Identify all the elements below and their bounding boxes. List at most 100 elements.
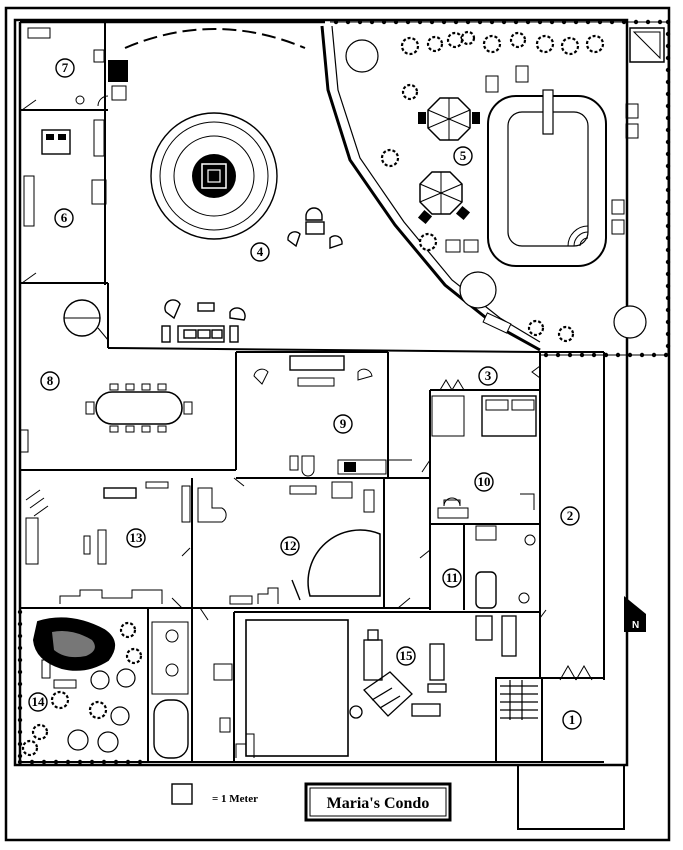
compass-letter: N bbox=[632, 620, 639, 631]
tree-icon bbox=[459, 271, 497, 309]
hot-tub bbox=[629, 27, 665, 63]
wall bbox=[107, 347, 541, 353]
room-14-marker: 14 bbox=[28, 692, 48, 712]
sofa-group bbox=[161, 299, 246, 343]
tree-icon bbox=[446, 31, 464, 49]
tree-icon bbox=[21, 739, 39, 757]
tree-icon bbox=[31, 723, 49, 741]
room-6-marker: 6 bbox=[54, 208, 74, 228]
room-10-marker: 10 bbox=[474, 472, 494, 492]
room-8-marker: 8 bbox=[40, 371, 60, 391]
tree-icon bbox=[119, 621, 137, 639]
closet bbox=[431, 395, 465, 437]
tree-icon bbox=[613, 305, 647, 339]
appliance bbox=[108, 60, 128, 82]
room-1-marker: 1 bbox=[562, 710, 582, 730]
appliance bbox=[111, 85, 127, 101]
room-3-marker: 3 bbox=[478, 366, 498, 386]
round-bed bbox=[307, 529, 381, 597]
room-12-marker: 12 bbox=[280, 536, 300, 556]
room-13-label: 13 bbox=[130, 530, 144, 545]
room-2-label: 2 bbox=[567, 508, 574, 523]
bathtub bbox=[153, 699, 189, 759]
room-12-label: 12 bbox=[284, 538, 297, 553]
tree-icon bbox=[535, 34, 555, 54]
tree-icon bbox=[585, 34, 605, 54]
room-3-label: 3 bbox=[485, 368, 492, 383]
room-5-label: 5 bbox=[460, 148, 467, 163]
tree-icon bbox=[460, 30, 476, 46]
stage bbox=[245, 619, 349, 757]
room-8-label: 8 bbox=[47, 373, 54, 388]
lounge-chair bbox=[611, 219, 625, 235]
tree-group bbox=[21, 30, 647, 757]
lounge-chair bbox=[625, 103, 639, 119]
tree-icon bbox=[380, 148, 400, 168]
building-outline bbox=[13, 18, 629, 767]
lounge-chair bbox=[463, 239, 479, 253]
tree-icon bbox=[97, 731, 119, 753]
skylight-arc bbox=[124, 28, 306, 49]
room-2-marker: 2 bbox=[560, 506, 580, 526]
room-9-label: 9 bbox=[340, 416, 347, 431]
tree-icon bbox=[426, 35, 444, 53]
lounge-chair bbox=[611, 199, 625, 215]
fountain bbox=[150, 112, 278, 240]
dining-table bbox=[95, 391, 183, 425]
door-swings bbox=[21, 95, 593, 681]
tree-icon bbox=[400, 36, 420, 56]
room-11-marker: 11 bbox=[442, 568, 462, 588]
tree-icon bbox=[418, 232, 438, 252]
sink bbox=[475, 525, 497, 541]
counter bbox=[93, 119, 105, 157]
room-1-label: 1 bbox=[569, 712, 576, 727]
room-14-label: 14 bbox=[32, 694, 46, 709]
counter bbox=[91, 179, 107, 205]
tree-icon bbox=[527, 319, 545, 337]
tree-icon bbox=[90, 670, 110, 690]
lounge-chair bbox=[482, 312, 512, 334]
counter bbox=[23, 175, 35, 227]
tree-icon bbox=[345, 39, 379, 73]
curved-wall-inner bbox=[331, 25, 541, 343]
diving-board bbox=[542, 89, 554, 135]
desk bbox=[103, 487, 137, 499]
patio-umbrella bbox=[418, 97, 480, 141]
room-4-marker: 4 bbox=[250, 242, 270, 262]
bathtub bbox=[475, 571, 497, 609]
tree-icon bbox=[560, 36, 580, 56]
lounge-chair bbox=[485, 75, 499, 93]
dining-chairs bbox=[85, 383, 193, 433]
room-11-label: 11 bbox=[446, 570, 458, 585]
room-9-marker: 9 bbox=[333, 414, 353, 434]
tree-icon bbox=[116, 668, 136, 688]
room-15-marker: 15 bbox=[396, 646, 416, 666]
scale-text: = 1 Meter bbox=[212, 793, 258, 805]
tree-icon bbox=[557, 325, 575, 343]
appliance bbox=[93, 49, 105, 63]
title-box bbox=[304, 782, 452, 822]
lounge-chair bbox=[445, 239, 461, 253]
pool-steps bbox=[567, 225, 589, 247]
gym-equipment bbox=[349, 615, 517, 719]
lounge-chair bbox=[515, 65, 529, 83]
bed bbox=[481, 395, 537, 437]
tree-icon bbox=[482, 34, 502, 54]
appliance bbox=[27, 27, 51, 39]
tv-stand bbox=[337, 459, 387, 475]
room-7-marker: 7 bbox=[55, 58, 75, 78]
entry-stairs bbox=[495, 677, 543, 763]
kitchen-island bbox=[41, 129, 71, 155]
outer-frame bbox=[4, 6, 671, 842]
room-7-label: 7 bbox=[62, 60, 69, 75]
tree-icon bbox=[88, 700, 108, 720]
room-6-label: 6 bbox=[61, 210, 68, 225]
room-10-label: 10 bbox=[478, 474, 491, 489]
sofa bbox=[289, 355, 345, 371]
room-4-label: 4 bbox=[257, 244, 264, 259]
tree-icon bbox=[50, 690, 70, 710]
tree-icon bbox=[67, 729, 89, 751]
plan-title: Maria's Condo bbox=[327, 795, 430, 812]
